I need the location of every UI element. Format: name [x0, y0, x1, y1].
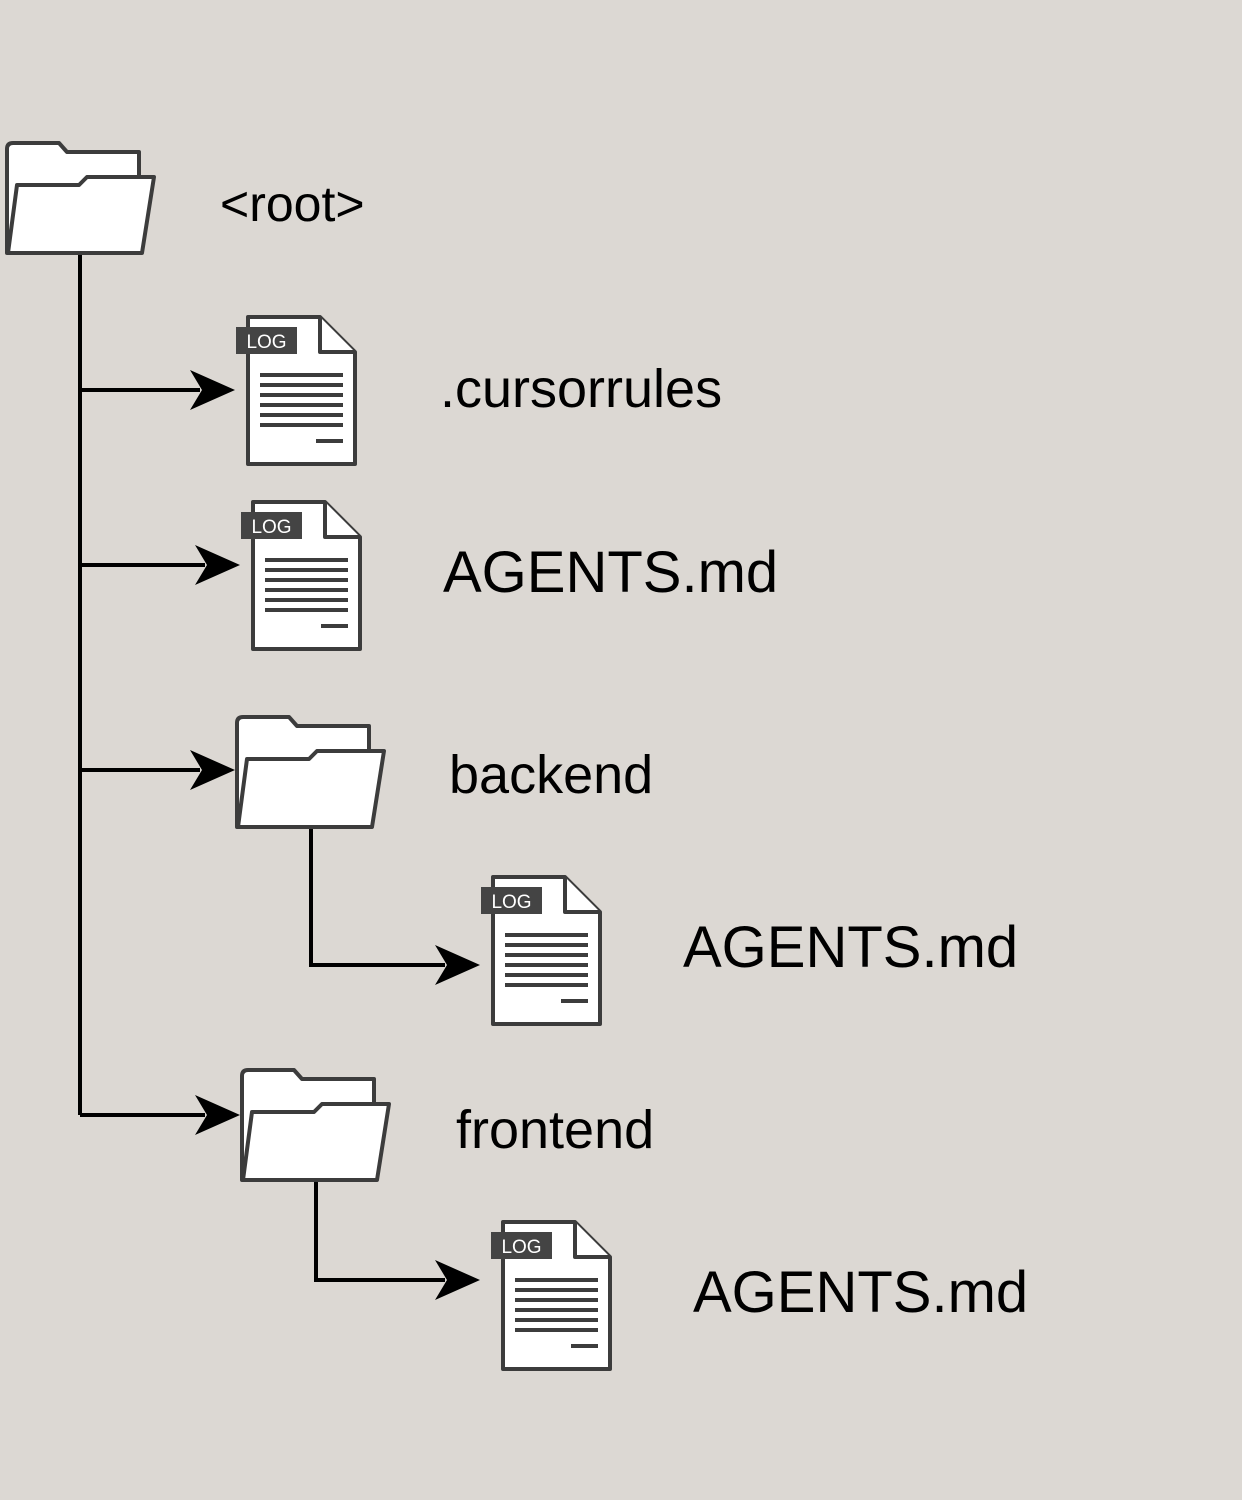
log-file-icon: LOG	[479, 875, 602, 1026]
badge-label: LOG	[251, 517, 291, 538]
node-label: AGENTS.md	[683, 915, 1018, 980]
folder-icon	[235, 715, 386, 829]
tree-node-file[interactable]: LOG AGENTS.md	[239, 500, 778, 651]
tree-node-file[interactable]: LOG AGENTS.md	[479, 875, 1018, 1026]
node-label: frontend	[456, 1100, 654, 1160]
badge-label: LOG	[246, 332, 286, 353]
tree-node-root[interactable]: <root>	[5, 141, 365, 255]
folder-icon	[5, 141, 156, 255]
badge-label: LOG	[491, 892, 531, 913]
log-file-icon: LOG	[234, 315, 357, 466]
node-label: .cursorrules	[440, 359, 722, 419]
tree-node-file[interactable]: LOG AGENTS.md	[489, 1220, 1028, 1371]
node-label: AGENTS.md	[443, 540, 778, 605]
node-label: <root>	[220, 176, 365, 232]
tree-node-file[interactable]: LOG .cursorrules	[234, 315, 722, 466]
node-label: backend	[449, 745, 653, 805]
connectors	[78, 253, 480, 1300]
badge-label: LOG	[501, 1237, 541, 1258]
node-label: AGENTS.md	[693, 1260, 1028, 1325]
tree-node-folder[interactable]: frontend	[240, 1068, 654, 1182]
folder-icon	[240, 1068, 391, 1182]
log-file-icon: LOG	[239, 500, 362, 651]
log-file-icon: LOG	[489, 1220, 612, 1371]
tree-node-folder[interactable]: backend	[235, 715, 653, 829]
